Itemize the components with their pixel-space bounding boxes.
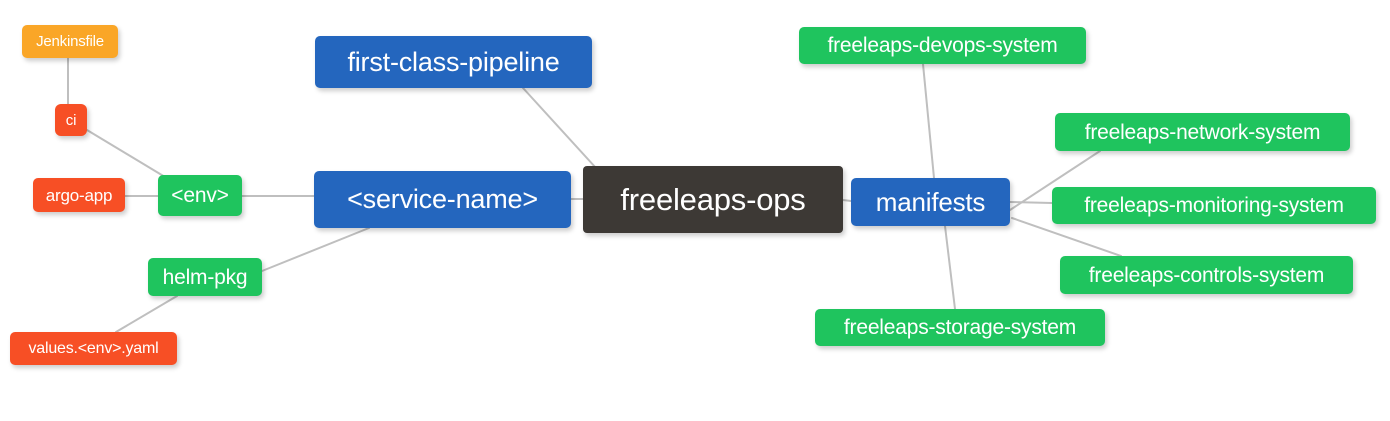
node-freeleaps-storage-system[interactable]: freeleaps-storage-system <box>815 309 1105 346</box>
node-freeleaps-network-system[interactable]: freeleaps-network-system <box>1055 113 1350 151</box>
node-ci[interactable]: ci <box>55 104 87 136</box>
node-freeleaps-monitoring-system[interactable]: freeleaps-monitoring-system <box>1052 187 1376 224</box>
node-service-name[interactable]: <service-name> <box>314 171 571 228</box>
node-freeleaps-ops[interactable]: freeleaps-ops <box>583 166 843 233</box>
node-manifests[interactable]: manifests <box>851 178 1010 226</box>
node-freeleaps-controls-system[interactable]: freeleaps-controls-system <box>1060 256 1353 294</box>
node-env[interactable]: <env> <box>158 175 242 216</box>
edge-manifests-to-freeleaps-devops-system <box>922 63 935 179</box>
node-helm-pkg[interactable]: helm-pkg <box>148 258 262 296</box>
edge-service-name-to-helm-pkg <box>261 227 370 272</box>
edge-freeleaps-ops-to-first-class-pipeline <box>522 87 597 169</box>
edge-manifests-to-freeleaps-monitoring-system <box>1009 201 1053 204</box>
edge-helm-pkg-to-values-env-yaml <box>115 295 178 333</box>
edge-freeleaps-ops-to-manifests <box>842 199 852 202</box>
node-argo-app[interactable]: argo-app <box>33 178 125 212</box>
edge-manifests-to-freeleaps-storage-system <box>944 225 956 310</box>
node-first-class-pipeline[interactable]: first-class-pipeline <box>315 36 592 88</box>
node-freeleaps-devops-system[interactable]: freeleaps-devops-system <box>799 27 1086 64</box>
node-values-env-yaml[interactable]: values.<env>.yaml <box>10 332 177 365</box>
node-jenkinsfile[interactable]: Jenkinsfile <box>22 25 118 58</box>
